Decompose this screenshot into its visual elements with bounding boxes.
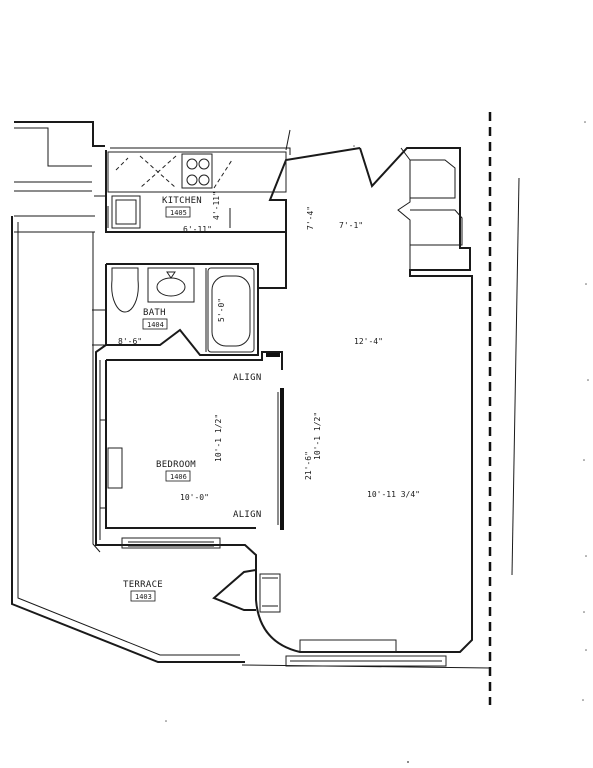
counter [107,151,287,193]
tub-length-dim: 5'-0" [217,298,226,322]
terrace-outline [11,215,245,663]
bath-number: 1404 [147,321,164,329]
terrace-label: TERRACE [123,580,163,590]
bath-number-box [142,318,168,330]
bedroom-depth-dim: 10'-1 1/2" [214,414,223,462]
tub-icon [207,267,255,353]
stove-icon [181,153,213,189]
sink-icon [147,267,195,303]
right-edge-line [511,177,520,576]
bedroom-window [121,537,221,549]
living-depth-dim-a: 21'-6" [304,451,313,480]
kitchen-number: 1405 [170,209,187,217]
scan-marks [165,121,589,763]
bath-label: BATH [143,308,166,318]
bedroom-number: 1406 [170,473,187,481]
closet-shelf [107,447,123,489]
terrace-door [212,569,281,613]
living-lower-dim: 10'-11 3/4" [367,490,420,499]
kitchen-width-dim: 6'-11" [183,225,212,234]
kitchen [94,151,287,232]
terrace-number-box [130,590,156,602]
fridge-icon [111,195,141,229]
bedroom-number-box [165,470,191,482]
bedroom [100,351,284,530]
align-note-lower: ALIGN [233,510,262,520]
living-width-dim: 12'-4" [354,337,383,346]
living-depth-dim-b: 10'-1 1/2" [313,412,322,460]
bath [92,228,287,356]
bedroom-width-dim: 10'-0" [180,493,209,502]
bedroom-label: BEDROOM [156,460,196,470]
living-top-dim-a: 7'-4" [306,206,315,230]
kitchen-number-box [165,206,191,218]
kitchen-label: KITCHEN [162,196,202,206]
align-note-upper: ALIGN [233,373,262,383]
bath-width-dim: 8'-6" [118,337,142,346]
kitchen-depth-dim: 4'-11" [212,191,221,220]
corridor-stubs [14,121,105,192]
toilet-icon [111,267,139,313]
terrace-number: 1403 [135,593,152,601]
living-top-dim-b: 7'-1" [339,221,363,230]
living-window [241,639,491,669]
